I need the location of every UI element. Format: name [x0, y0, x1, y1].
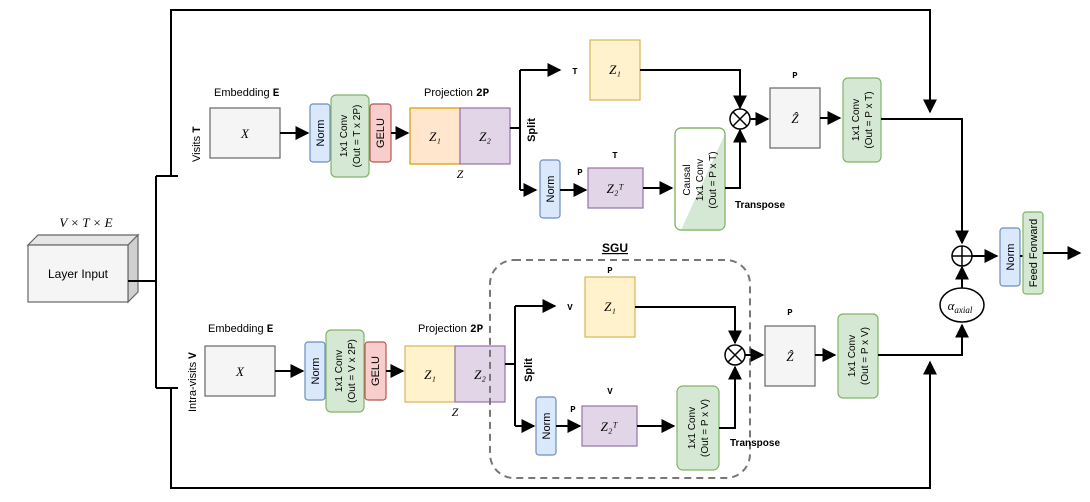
bottom-residual-path	[170, 360, 937, 489]
bottom-split-label: Split	[523, 358, 535, 382]
layer-input-label: Layer Input	[48, 267, 109, 281]
bottom-norm2-label: Norm	[541, 413, 553, 440]
top-zhat-label: Ẑ	[791, 111, 799, 126]
top-conv-line2: (Out = T x 2P)	[352, 105, 363, 168]
bottom-out-conv-box	[837, 313, 879, 399]
bottom-conv2-line2: (Out = P x V)	[700, 399, 711, 457]
top-conv-line1: 1x1 Conv	[339, 115, 350, 157]
bottom-conv2-box	[676, 385, 720, 471]
top-embedding-label: Embedding E	[214, 87, 280, 100]
bottom-projection-label: Projection 2P	[418, 323, 484, 336]
bottom-arrow-to-alpha	[878, 323, 969, 356]
top-multiply-icon	[729, 108, 751, 130]
top-z2-label: Z₂	[479, 129, 491, 144]
svg-text:αaxial: αaxial	[948, 298, 973, 315]
top-conv-box	[330, 94, 370, 178]
bottom-z1-box	[404, 345, 456, 403]
bottom-z2t-left-dim: P	[570, 405, 576, 415]
feed-forward-label: Feed Forward	[1028, 219, 1040, 287]
top-z2t-box	[587, 167, 644, 209]
alpha-axial-node: αaxial	[939, 287, 985, 323]
top-arrow-to-sum	[881, 118, 969, 245]
bottom-branch-label: Intra-visits V	[187, 352, 200, 412]
top-out-conv-line1: 1x1 Conv	[851, 99, 862, 141]
top-z2t-label: Z₂ᵀ	[607, 181, 625, 196]
bottom-embedding-label: Embedding E	[208, 323, 274, 336]
top-z-label: Z	[457, 167, 464, 181]
top-embedding-box	[209, 107, 281, 159]
bottom-zhat-dim: P	[787, 308, 793, 318]
top-split-z1-label: Z₁	[609, 62, 621, 77]
sgu-label: SGU	[602, 241, 628, 255]
top-causal-line3: (Out = P x T)	[708, 151, 719, 208]
input-split-connector	[128, 175, 178, 389]
top-z2-box	[459, 107, 511, 165]
bottom-split-z1-box	[584, 276, 636, 338]
bottom-conv2-line1: 1x1 Conv	[687, 407, 698, 449]
bottom-out-conv-line2: (Out = P x V)	[860, 327, 871, 385]
bottom-z-label: Z	[452, 405, 459, 419]
top-norm2-label: Norm	[545, 176, 557, 203]
bottom-z1-top-dim: P	[607, 266, 613, 276]
input-dims-label: V × T × E	[59, 215, 112, 230]
top-z2t-left-dim: P	[577, 168, 583, 178]
top-causal-line1: Causal	[682, 164, 693, 195]
bottom-arrow-conv2-mult	[719, 365, 742, 429]
top-z1-box	[409, 107, 461, 165]
bottom-z2-label: Z₂	[474, 367, 486, 382]
bottom-z2t-label: Z₂ᵀ	[601, 419, 619, 434]
bottom-z1-left-dim: V	[567, 303, 573, 313]
top-z1-left-dim: T	[572, 67, 578, 77]
bottom-split-connector	[505, 306, 516, 426]
bottom-split-z1-label: Z₁	[604, 299, 616, 314]
bottom-out-conv-line1: 1x1 Conv	[847, 335, 858, 377]
top-norm-box	[309, 103, 331, 163]
bottom-conv-box	[325, 329, 365, 413]
bottom-arrow-z1-mult	[635, 306, 742, 345]
bottom-transpose-label: Transpose	[730, 438, 780, 449]
bottom-norm-box	[304, 341, 326, 401]
bottom-z2t-top-dim: V	[607, 387, 613, 397]
top-gelu-label: GELU	[375, 118, 387, 148]
bottom-x-label: X	[235, 364, 245, 379]
sum-icon	[951, 245, 973, 267]
top-zhat-box	[769, 87, 821, 149]
top-split-connector	[510, 70, 521, 190]
top-split-label: Split	[526, 118, 538, 142]
bottom-z2t-box	[581, 405, 638, 447]
final-norm-label: Norm	[1005, 244, 1017, 271]
top-arrow-causal-mult	[725, 128, 747, 189]
top-arrow-z1-mult	[640, 69, 747, 110]
bottom-z2-box	[454, 345, 506, 403]
top-transpose-label: Transpose	[735, 200, 785, 211]
top-z1-label: Z₁	[429, 129, 441, 144]
top-zhat-dim: P	[792, 71, 798, 81]
bottom-gelu-label: GELU	[370, 356, 382, 386]
bottom-conv-line2: (Out = V x 2P)	[347, 339, 358, 403]
top-norm-label: Norm	[315, 120, 327, 147]
bottom-zhat-box	[764, 325, 816, 387]
top-x-label: X	[240, 126, 250, 141]
top-split-z1-box	[589, 39, 641, 101]
top-projection-label: Projection 2P	[424, 87, 490, 100]
top-z2t-top-dim: T	[612, 151, 618, 161]
bottom-embedding-box	[204, 345, 276, 397]
layer-input-box: Layer Input	[26, 233, 140, 304]
top-out-conv-line2: (Out = P x T)	[864, 91, 875, 148]
top-causal-conv-box	[674, 127, 726, 231]
bottom-conv-line1: 1x1 Conv	[334, 350, 345, 392]
bottom-multiply-icon	[724, 344, 746, 366]
top-residual-path	[170, 9, 937, 176]
bottom-z1-label: Z₁	[424, 367, 436, 382]
top-causal-line2: 1x1 Conv	[695, 159, 706, 201]
bottom-zhat-label: Ẑ	[786, 349, 794, 364]
top-branch-label: Visits T	[191, 126, 204, 162]
bottom-norm-label: Norm	[310, 358, 322, 385]
top-out-conv-box	[842, 77, 882, 163]
